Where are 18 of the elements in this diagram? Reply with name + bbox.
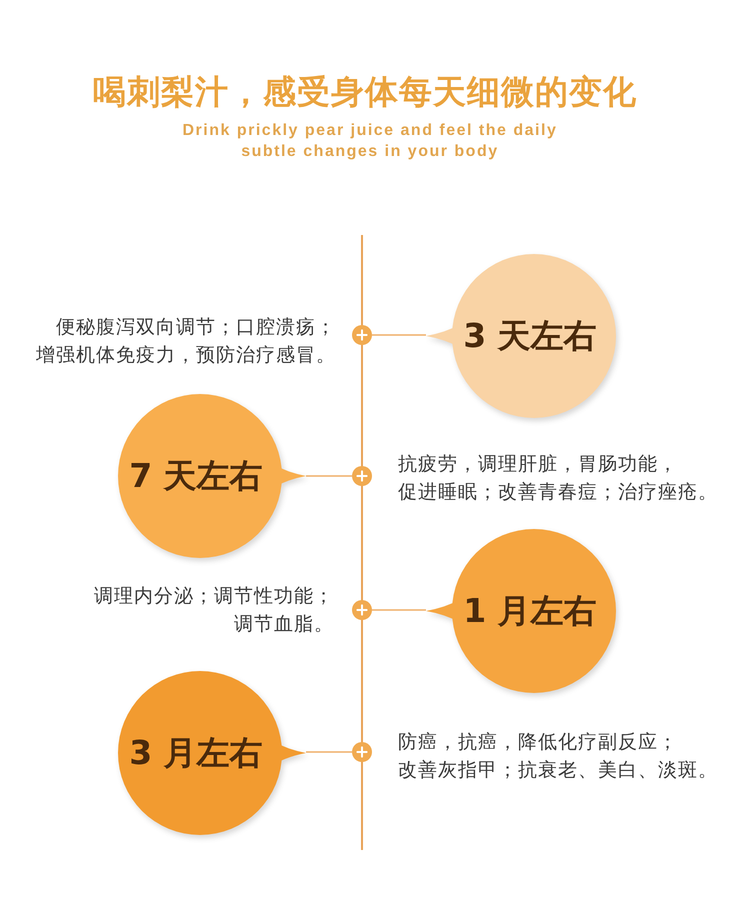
connector-line (372, 609, 426, 611)
connector-line (306, 475, 352, 477)
duration-label: 1 月左右 (463, 592, 597, 630)
duration-label: 7 天左右 (129, 457, 263, 495)
plus-circle-icon (352, 325, 372, 345)
description-text: 便秘腹泻双向调节；口腔溃疡；增强机体免疫力，预防治疗感冒。 (36, 315, 336, 368)
plus-circle-icon (352, 742, 372, 762)
connector-line (372, 334, 426, 336)
title: 喝刺梨汁，感受身体每天细微的变化 (93, 72, 637, 112)
subtitle: Drink prickly pear juice and feel the daily subtle changes in your body (182, 121, 558, 162)
duration-label: 3 天左右 (463, 317, 597, 355)
plus-circle-icon (352, 600, 372, 620)
plus-circle-icon (352, 466, 372, 486)
description-text: 抗疲劳，调理肝脏，胃肠功能，促进睡眠；改善青春痘；治疗痤疮。 (398, 452, 718, 505)
duration-label: 3 月左右 (129, 734, 263, 772)
description-text: 调理内分泌；调节性功能；调节血脂。 (94, 584, 334, 637)
connector-line (306, 751, 352, 753)
description-text: 防癌，抗癌，降低化疗副反应；改善灰指甲；抗衰老、美白、淡斑。 (398, 730, 718, 783)
